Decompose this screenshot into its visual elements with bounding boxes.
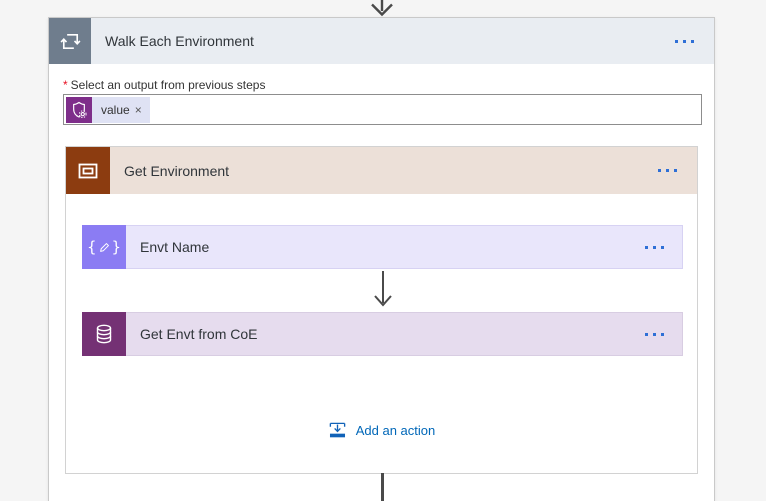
ellipsis-icon [683,39,686,43]
ellipsis-icon [653,245,656,249]
action-row-bar: Envt Name [126,225,683,269]
apply-to-each-card: Walk Each Environment *Select an output … [48,17,715,501]
parameter-label: *Select an output from previous steps [63,78,265,92]
ellipsis-icon [674,169,677,172]
action-row-get-envt-from-coe[interactable]: Get Envt from CoE [82,312,683,356]
scope-card: Get Environment { } [65,146,698,474]
action-menu-button[interactable] [639,325,670,344]
parameter-label-text: Select an output from previous steps [70,78,266,92]
loop-card-title-bar: Walk Each Environment [91,18,714,64]
ellipsis-icon [645,245,648,249]
loop-card-header[interactable]: Walk Each Environment [49,18,714,64]
required-marker: * [63,78,68,92]
add-action-icon [329,422,346,438]
loop-card-menu-button[interactable] [669,32,700,51]
token-label: value [101,102,130,117]
ellipsis-icon [661,332,664,336]
power-platform-admin-shield-icon [66,96,92,123]
scope-icon [66,147,110,194]
ellipsis-icon [653,332,656,336]
action-title: Envt Name [140,239,210,255]
loop-card-title: Walk Each Environment [105,33,254,49]
ellipsis-icon [675,39,678,43]
action-title: Get Envt from CoE [140,326,258,342]
incoming-connector-arrow-icon [371,0,393,17]
add-action-label: Add an action [355,423,436,438]
scope-card-title: Get Environment [124,162,230,179]
loop-icon [49,18,91,64]
action-menu-button[interactable] [639,238,670,257]
ellipsis-icon [658,169,661,172]
scope-card-menu-button[interactable] [652,161,683,180]
compose-braces-pencil-icon: { } [82,225,126,269]
token-remove-icon[interactable]: × [134,102,142,117]
ellipsis-icon [645,332,648,336]
scope-card-header[interactable]: Get Environment [66,147,697,194]
value-token-pill[interactable]: value × [66,96,150,123]
add-action-button[interactable]: Add an action [66,421,697,440]
database-icon [82,312,126,356]
ellipsis-icon [691,39,694,43]
action-row-envt-name[interactable]: { } Envt Name [82,225,683,269]
ellipsis-icon [666,169,669,172]
connector-arrow-icon [374,271,392,307]
action-row-bar: Get Envt from CoE [126,312,683,356]
scope-card-title-bar: Get Environment [110,147,697,194]
ellipsis-icon [661,245,664,249]
outgoing-connector-line [381,473,384,501]
output-token-input[interactable]: value × [63,94,702,125]
